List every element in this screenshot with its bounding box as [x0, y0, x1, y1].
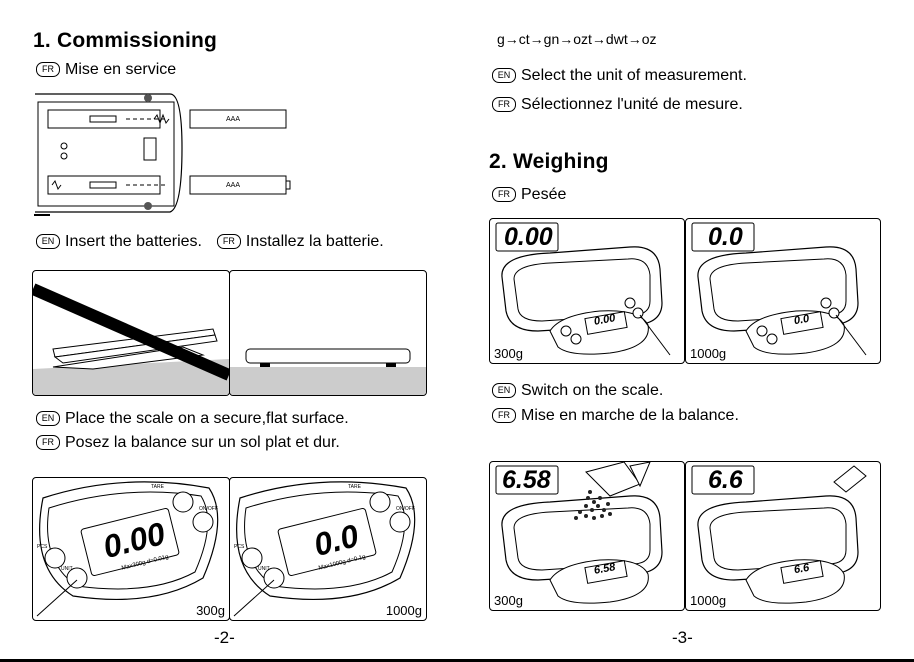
battery-diagram — [30, 88, 292, 220]
section1-fr-line: FR Mise en service — [36, 61, 176, 79]
weigh-panel-300g: 6.58 6.58 300g — [489, 461, 685, 611]
en-badge: EN — [36, 234, 60, 249]
surface-panel-correct — [229, 270, 427, 396]
switch-display-300g: 0.00 — [504, 223, 553, 251]
switch-en-line: EN Switch on the scale. — [492, 382, 663, 400]
select-fr-line: FR Sélectionnez l'unité de mesure. — [492, 96, 743, 114]
onoff-label: ON/OFF — [199, 506, 218, 512]
capacity-300g: 300g — [494, 593, 523, 608]
battery-label-top: AAA — [226, 116, 241, 123]
unit-label: UNIT — [258, 566, 270, 572]
insert-en-text: Insert the batteries. — [65, 233, 202, 250]
place-fr-line: FR Posez la balance sur un sol plat et du… — [36, 434, 340, 452]
weigh-display-1000g: 6.6 — [708, 466, 743, 494]
fr-badge: FR — [36, 62, 60, 77]
switch-en-text: Switch on the scale. — [521, 382, 664, 399]
fr-badge: FR — [492, 187, 516, 202]
page-number-left: -2- — [214, 628, 235, 647]
fr-badge: FR — [492, 408, 516, 423]
switch-panel-300g: 0.00 0.00 300g — [489, 218, 685, 364]
unit-panel-1000g: 0.0 Max1000g d=0.1g TARE ON/OFF PCS UNIT… — [229, 477, 427, 621]
surface-panel-wrong — [32, 270, 230, 396]
select-en-text: Select the unit of measurement. — [521, 67, 747, 84]
capacity-1000g: 1000g — [385, 603, 422, 618]
pcs-label: PCS — [37, 544, 48, 550]
switch-fr-text: Mise en marche de la balance. — [521, 407, 739, 424]
en-badge: EN — [492, 68, 516, 83]
select-fr-text: Sélectionnez l'unité de mesure. — [521, 96, 743, 113]
fr-badge: FR — [492, 97, 516, 112]
weigh-panel-1000g: 6.6 6.6 1000g — [685, 461, 881, 611]
insert-instruction: EN Insert the batteries. FR Installez la b… — [36, 233, 384, 251]
capacity-1000g: 1000g — [690, 593, 727, 608]
section1-title: 1. Commissioning — [33, 29, 218, 52]
place-fr-text: Posez la balance sur un sol plat et dur. — [65, 434, 340, 451]
place-en-text: Place the scale on a secure,flat surface… — [65, 410, 349, 427]
switch-display-1000g: 0.0 — [708, 223, 743, 251]
section2-fr-text: Pesée — [521, 186, 567, 203]
fr-badge: FR — [36, 435, 60, 450]
insert-fr-text: Installez la batterie. — [245, 233, 384, 250]
select-en-line: EN Select the unit of measurement. — [492, 67, 747, 85]
section2-title: 2. Weighing — [489, 150, 609, 173]
section1-fr-text: Mise en service — [65, 61, 177, 78]
en-badge: EN — [36, 411, 60, 426]
bottom-rule — [0, 659, 914, 662]
place-en-line: EN Place the scale on a secure,flat surfa… — [36, 410, 349, 428]
battery-label-bottom: AAA — [226, 182, 241, 189]
weigh-display-300g: 6.58 — [502, 466, 551, 494]
unit-panel-300g: 0.00 Max300g d=0.01g TARE ON/OFF PCS UNI… — [32, 477, 230, 621]
capacity-1000g: 1000g — [690, 346, 727, 361]
unit-label: UNIT — [61, 566, 73, 572]
en-badge: EN — [492, 383, 516, 398]
onoff-label: ON/OFF — [396, 506, 415, 512]
capacity-300g: 300g — [196, 603, 225, 618]
section2-fr-line: FR Pesée — [492, 186, 566, 204]
units-sequence: g→ct→gn→ozt→dwt→oz — [497, 31, 657, 47]
capacity-300g: 300g — [494, 346, 523, 361]
page-number-right: -3- — [672, 628, 693, 647]
tare-label: TARE — [348, 484, 361, 490]
fr-badge: FR — [216, 234, 241, 249]
switch-panel-1000g: 0.0 0.0 1000g — [685, 218, 881, 364]
pcs-label: PCS — [234, 544, 245, 550]
tare-label: TARE — [151, 484, 164, 490]
switch-fr-line: FR Mise en marche de la balance. — [492, 407, 739, 425]
